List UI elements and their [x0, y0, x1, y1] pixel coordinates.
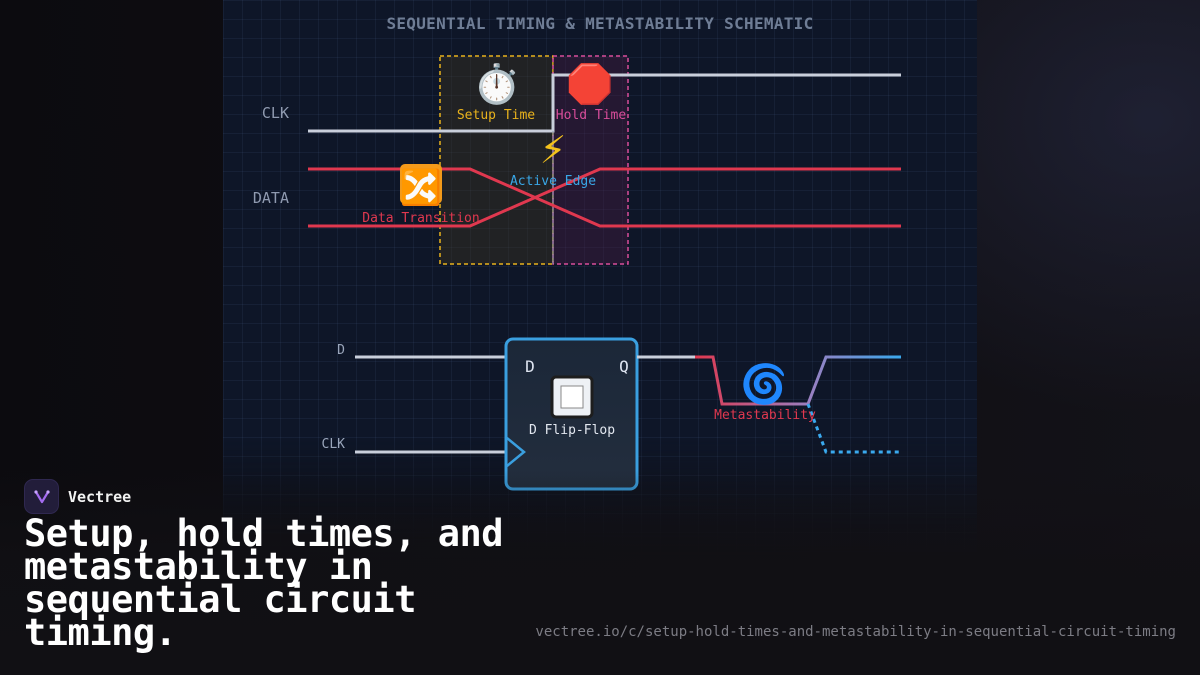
stop-sign-icon: 🛑: [566, 62, 613, 106]
metastable-waveform: [695, 355, 901, 406]
page-url[interactable]: vectree.io/c/setup-hold-times-and-metast…: [535, 624, 1176, 640]
active-edge-label: Active Edge: [510, 174, 596, 189]
shuffle-icon: 🔀: [400, 168, 442, 208]
cyclone-icon: 🌀: [740, 361, 787, 406]
brand[interactable]: Vectree: [24, 479, 131, 514]
clk-input-label: CLK: [322, 437, 346, 452]
diagram-panel: [223, 0, 977, 560]
setup-time-label: Setup Time: [457, 108, 535, 123]
d-pin-label: D: [525, 357, 535, 376]
lightning-icon: ⚡: [540, 128, 567, 172]
d-input-label: D: [337, 343, 345, 358]
data-transition-label: Data Transition: [362, 211, 479, 226]
page-title: Setup, hold times, and metastability in …: [24, 512, 504, 654]
hold-time-label: Hold Time: [556, 108, 627, 123]
data-signal-label: DATA: [253, 189, 289, 207]
clk-waveform: [308, 73, 901, 133]
bottom-fade: [0, 470, 1200, 675]
chip-icon-inner: [560, 385, 584, 409]
diagram-title: SEQUENTIAL TIMING & METASTABILITY SCHEMA…: [386, 14, 813, 33]
q-pin-label: Q: [619, 357, 629, 376]
brand-name: Vectree: [68, 487, 132, 506]
vectree-logo-icon: [24, 479, 59, 514]
clock-triangle-icon: [506, 437, 526, 467]
flip-flop-name: D Flip-Flop: [529, 423, 615, 438]
stopwatch-icon: ⏱️: [473, 62, 520, 106]
metastable-alternate-path: [806, 403, 901, 454]
clk-signal-label: CLK: [262, 104, 289, 122]
shuffle-icon-bg: [400, 164, 442, 204]
data-waveform-lower: [308, 167, 901, 228]
metastability-label: Metastability: [714, 408, 816, 423]
